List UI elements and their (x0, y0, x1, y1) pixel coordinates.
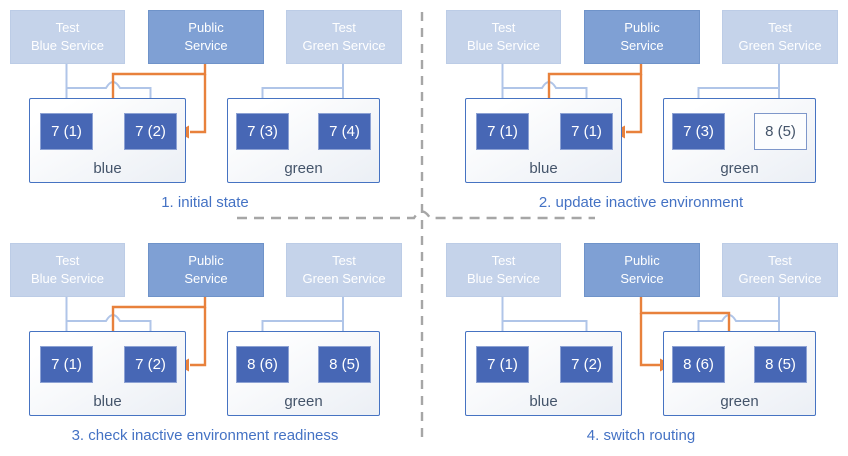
pod-box: 7 (1) (476, 113, 529, 150)
public-service-box: Public Service (148, 243, 264, 297)
pod-box: 8 (5) (754, 346, 807, 383)
panel-caption: 2. update inactive environment (538, 194, 744, 211)
service-label-line: Public (188, 20, 224, 36)
service-label-line: Service (184, 38, 228, 53)
service-label-line: Test (491, 20, 516, 36)
service-label-line: Blue Service (467, 38, 540, 53)
pod-box: 7 (1) (476, 346, 529, 383)
service-label-line: Green Service (738, 271, 822, 286)
service-label-line: Blue Service (31, 271, 104, 286)
environment-label: blue (93, 393, 122, 410)
service-label-line: Blue Service (31, 38, 104, 53)
panel-caption: 4. switch routing (586, 427, 696, 444)
test-blue-service-box: Test Blue Service (446, 243, 561, 297)
test-green-service-box: Test Green Service (722, 10, 838, 64)
public-service-box: Public Service (584, 243, 700, 297)
service-label-line: Service (620, 38, 664, 53)
panel-initial-state: Test Blue Service Public Service Test Gr… (10, 10, 402, 222)
service-label-line: Public (188, 253, 224, 269)
service-label-line: Service (620, 271, 664, 286)
pod-box: 7 (3) (236, 113, 289, 150)
pod-box: 7 (2) (124, 113, 177, 150)
test-blue-service-box: Test Blue Service (10, 243, 125, 297)
test-green-service-box: Test Green Service (286, 243, 402, 297)
pod-box: 7 (1) (40, 346, 93, 383)
test-blue-service-box: Test Blue Service (10, 10, 125, 64)
test-green-service-box: Test Green Service (722, 243, 838, 297)
pod-box: 7 (4) (318, 113, 371, 150)
service-label-line: Public (624, 253, 660, 269)
panel-caption: 1. initial state (161, 194, 249, 211)
pod-box: 8 (5) (754, 113, 807, 150)
panel-caption: 3. check inactive environment readiness (71, 427, 339, 444)
service-label-line: Green Service (738, 38, 822, 53)
service-label-line: Test (768, 253, 792, 269)
service-label-line: Test (332, 253, 356, 269)
service-label-line: Public (624, 20, 660, 36)
environment-label: green (284, 160, 323, 177)
test-blue-service-box: Test Blue Service (446, 10, 561, 64)
public-service-box: Public Service (148, 10, 264, 64)
panel-update-inactive-environment: Test Blue Service Public Service Test Gr… (446, 10, 838, 222)
environment-label: blue (93, 160, 122, 177)
service-label-line: Service (184, 271, 228, 286)
pod-box: 7 (2) (560, 346, 613, 383)
public-service-box: Public Service (584, 10, 700, 64)
pod-box: 7 (1) (40, 113, 93, 150)
pod-box: 7 (3) (672, 113, 725, 150)
panel-switch-routing: Test Blue Service Public Service Test Gr… (446, 243, 838, 455)
pod-box: 7 (2) (124, 346, 177, 383)
service-label-line: Test (55, 253, 80, 269)
service-label-line: Test (332, 20, 356, 36)
pod-box: 8 (6) (236, 346, 289, 383)
test-green-service-box: Test Green Service (286, 10, 402, 64)
environment-label: blue (529, 160, 558, 177)
environment-label: green (720, 393, 759, 410)
environment-label: blue (529, 393, 558, 410)
environment-label: green (284, 393, 323, 410)
service-label-line: Blue Service (467, 271, 540, 286)
service-label-line: Green Service (302, 271, 386, 286)
service-label-line: Test (55, 20, 80, 36)
service-label-line: Green Service (302, 38, 386, 53)
service-label-line: Test (491, 253, 516, 269)
pod-box: 8 (6) (672, 346, 725, 383)
panel-check-inactive-environment-readiness: Test Blue Service Public Service Test Gr… (10, 243, 402, 455)
environment-label: green (720, 160, 759, 177)
pod-box: 7 (1) (560, 113, 613, 150)
pod-box: 8 (5) (318, 346, 371, 383)
service-label-line: Test (768, 20, 792, 36)
